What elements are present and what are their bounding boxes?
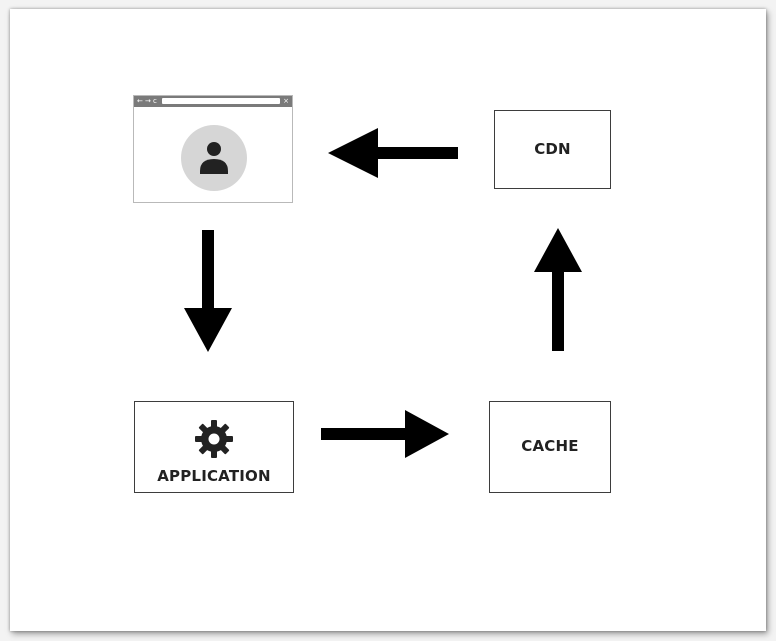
diagram-canvas: ← → c × CDN <box>10 9 766 631</box>
cdn-node: CDN <box>494 110 611 189</box>
close-icon: × <box>283 97 289 105</box>
arrow-cache-to-cdn <box>534 228 582 351</box>
arrow-cdn-to-browser <box>328 128 458 178</box>
user-icon <box>200 142 228 174</box>
browser-window-node: ← → c × <box>133 95 293 203</box>
cdn-label: CDN <box>534 140 571 158</box>
back-icon: ← <box>137 97 143 105</box>
application-node: APPLICATION <box>134 401 294 493</box>
reload-icon: c <box>153 97 157 105</box>
cache-label: CACHE <box>521 437 579 455</box>
forward-icon: → <box>145 97 151 105</box>
application-label: APPLICATION <box>157 467 271 485</box>
arrow-browser-to-application <box>184 230 232 352</box>
browser-title-bar: ← → c × <box>134 96 292 107</box>
cache-node: CACHE <box>489 401 611 493</box>
avatar <box>181 125 247 191</box>
browser-address-bar <box>162 98 280 104</box>
gear-icon <box>195 420 233 458</box>
arrow-application-to-cache <box>321 410 449 458</box>
